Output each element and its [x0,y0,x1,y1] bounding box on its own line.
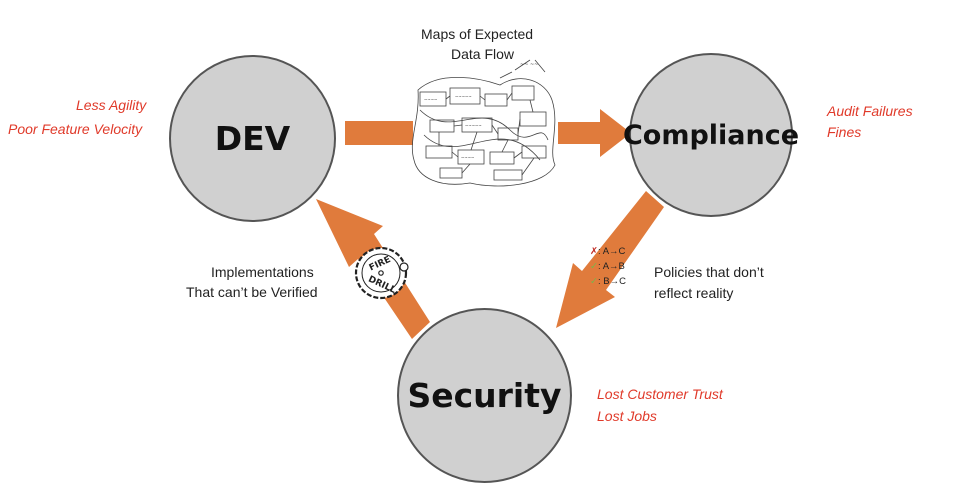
svg-text:~~~~: ~~~~ [461,155,474,160]
compliance-cost-1: Audit Failures [827,103,913,119]
compliance-node: Compliance [623,53,799,217]
map-title-line-2: Data Flow [451,46,515,62]
policy-rule-item: ✓: A→B [590,259,626,274]
svg-text:~~~~~: ~~~~~ [465,123,482,128]
policies-line-1: Policies that don’t [654,264,764,280]
dev-cost-2: Poor Feature Velocity [8,121,143,137]
policy-rule-text: : B→C [597,276,626,287]
dev-node: DEV [169,55,336,222]
security-cost-1: Lost Customer Trust [597,386,723,402]
dev-cost-1: Less Agility [76,97,147,113]
check-icon: ✓ [590,276,598,287]
svg-text:~~~~~: ~~~~~ [455,94,472,99]
fire-drill-stamp-icon: FIRE DRILL [354,246,409,300]
implementations-line-1: Implementations [211,264,314,280]
cross-icon: ✗ [590,246,598,257]
implementations-line-2: That can’t be Verified [186,284,318,300]
check-icon: ✓ [590,261,598,272]
policy-rules-list: ✗: A→C ✓: A→B ✓: B→C [590,244,626,289]
arrow-compliance-to-security [556,191,664,328]
data-flow-sketch: ~~ ~~ ~~~~ ~~~~~ ~~~~~ ~~~~ [411,59,556,187]
security-label: Security [407,376,562,415]
compliance-cost-2: Fines [827,124,862,140]
dev-label: DEV [214,119,291,158]
security-cost-2: Lost Jobs [597,408,657,424]
policies-line-2: reflect reality [654,285,734,301]
arrow-map-to-compliance [558,109,631,157]
policy-rule-item: ✓: B→C [590,274,626,289]
svg-text:~~ ~~: ~~ ~~ [520,62,538,68]
policy-rule-text: : A→C [597,246,626,257]
arrow-dev-to-map [345,121,413,145]
svg-text:~~~~: ~~~~ [424,97,437,102]
security-node: Security [397,308,572,483]
policy-rule-text: : A→B [597,261,625,272]
policy-rule-item: ✗: A→C [590,244,626,259]
map-title-line-1: Maps of Expected [421,26,534,42]
compliance-label: Compliance [622,119,800,151]
